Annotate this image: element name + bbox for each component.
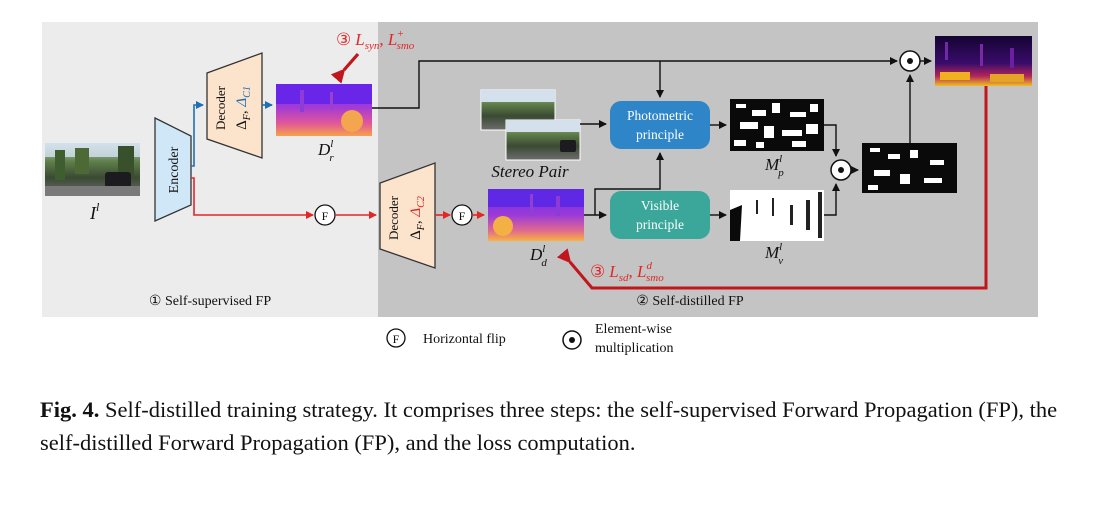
- caption-text: Self-distilled training strategy. It com…: [40, 397, 1058, 455]
- decoder2-block: [379, 162, 436, 269]
- encoder-block: [154, 116, 192, 223]
- encoder-label: Encoder: [167, 146, 182, 193]
- left-panel-label: ① Self-supervised FP: [149, 294, 271, 309]
- photometric-principle-box: [610, 101, 710, 149]
- figure-caption: Fig. 4. Self-distilled training strategy…: [40, 393, 1060, 459]
- multiply-node-top: [899, 50, 921, 72]
- depth-map-dd: [488, 189, 584, 241]
- svg-text:F: F: [393, 332, 400, 346]
- connection-arrows: [191, 52, 988, 290]
- visible-line2: principle: [636, 217, 684, 232]
- input-image: [45, 143, 140, 196]
- stereo-pair-label: Stereo Pair: [491, 162, 569, 181]
- photometric-line2: principle: [636, 127, 684, 142]
- caption-prefix: Fig. 4.: [40, 397, 100, 422]
- decoder2-symbols: ΔF, ΔC2: [408, 196, 427, 240]
- flip-node-1: F: [314, 204, 336, 226]
- flip-node-2: F: [451, 204, 473, 226]
- combined-mask-image: [862, 143, 957, 193]
- svg-text:F: F: [322, 209, 329, 223]
- legend-multiply: Element-wise multiplication: [562, 322, 674, 356]
- decoder1-symbols: ΔF, ΔC1: [234, 86, 253, 130]
- visible-line1: Visible: [641, 198, 679, 213]
- legend-flip-label: Horizontal flip: [423, 332, 506, 347]
- depth-map-dr: [276, 84, 372, 136]
- legend-mult-line2: multiplication: [595, 341, 674, 356]
- multiply-node-mid: [830, 159, 852, 181]
- decoder1-title: Decoder: [213, 85, 228, 130]
- legend-flip: F Horizontal flip: [386, 328, 506, 348]
- input-label: Il: [89, 200, 100, 223]
- decoder2-title: Decoder: [386, 195, 401, 240]
- mask-mp-image: [730, 99, 824, 151]
- visible-principle-box: [610, 191, 710, 239]
- legend-mult-line1: Element-wise: [595, 322, 672, 337]
- stereo-pair-images: [480, 89, 581, 161]
- mask-mv-image: [730, 190, 824, 241]
- photometric-line1: Photometric: [627, 108, 693, 123]
- decoder1-block: [206, 52, 263, 159]
- svg-text:F: F: [459, 209, 466, 223]
- right-panel-label: ② Self-distilled FP: [636, 294, 744, 309]
- error-map-image: [935, 36, 1032, 86]
